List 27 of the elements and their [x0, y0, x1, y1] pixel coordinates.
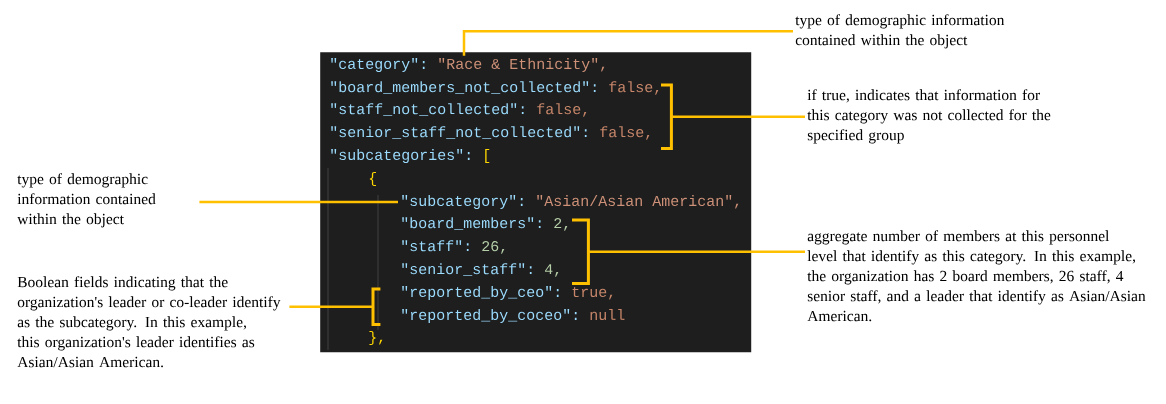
code-line: "board_members_not_collected": false, [331, 81, 659, 95]
annotation-text: Boolean fields indicating that the organization's leader or co-leader identify as the subcategory. In this example, this organization's leader identifies as Asian/Asian American. [17, 276, 281, 368]
code-line: "senior_staff": 4, [402, 263, 559, 277]
code-line: "reported_by_coceo": null [402, 309, 625, 323]
leader-line [462, 30, 793, 56]
leader-line [671, 115, 805, 118]
bracket [661, 83, 673, 150]
annotation-text: type of demographic information contained within the object [17, 173, 156, 228]
code-line: "category": "Race & Ethnicity", [331, 58, 605, 72]
code-line: "subcategories": [ [331, 149, 490, 163]
code-line: }, [369, 331, 383, 345]
code-panel [320, 52, 752, 353]
annotation-text: type of demographic information contained within the object [795, 14, 1005, 49]
bracket [572, 218, 590, 285]
code-line: "staff_not_collected": false, [331, 103, 587, 117]
annotation-text: aggregate number of members at this personnel level that identify as this category. In this example, the organization has 2 board members, 26 staff, 4 senior staff, and a leader that identify as Asian/Asian American. [807, 230, 1146, 322]
code-line: "staff": 26, [402, 240, 505, 254]
leader-line [199, 200, 398, 204]
bracket [371, 287, 381, 326]
code-line: "subcategory": "Asian/Asian American", [402, 195, 739, 209]
leader-line [588, 250, 805, 253]
leader-line [289, 305, 373, 308]
code-line: "senior_staff_not_collected": false, [331, 126, 650, 140]
code-line: "board_members": 2, [402, 217, 568, 231]
annotation-text: if true, indicates that information for this category was not collected for the specified group [807, 89, 1051, 144]
code-line: { [369, 172, 376, 186]
code-line: "reported_by_ceo": true, [402, 286, 613, 300]
